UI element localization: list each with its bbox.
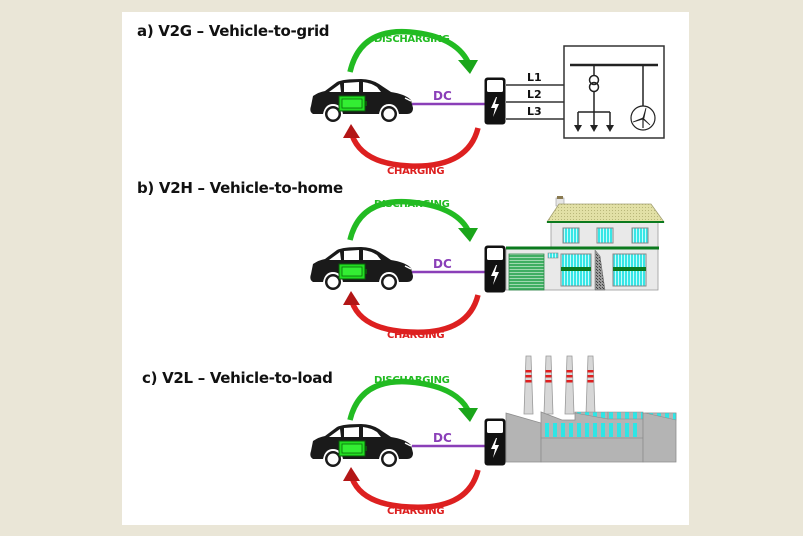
discharging-arrow (347, 198, 478, 242)
panel-v2h: b) V2H – Vehicle-to-home DISCHARGING CHA… (137, 179, 665, 341)
phase-lines (506, 84, 564, 120)
charging-label: CHARGING (387, 330, 444, 341)
discharging-arrow (347, 378, 478, 422)
charging-station-icon (484, 77, 506, 125)
phase-label-l3: L3 (527, 105, 542, 118)
discharging-arrow (347, 28, 478, 74)
charging-station-icon (484, 245, 506, 293)
charging-label: CHARGING (387, 166, 444, 177)
factory-icon (505, 355, 677, 463)
electric-car-icon (309, 246, 414, 291)
charging-arrow (343, 291, 481, 335)
charging-station-icon (484, 418, 506, 466)
discharging-label: DISCHARGING (374, 34, 450, 45)
phase-label-l1: L1 (527, 71, 542, 84)
charging-arrow (343, 467, 481, 510)
discharging-label: DISCHARGING (374, 199, 450, 210)
panel-title: a) V2G – Vehicle-to-grid (137, 22, 329, 40)
phase-label-l2: L2 (527, 88, 542, 101)
discharging-label: DISCHARGING (374, 375, 450, 386)
panel-v2g: a) V2G – Vehicle-to-grid DISCHARGING CHA… (137, 22, 665, 177)
house-icon (505, 196, 665, 291)
dc-label: DC (433, 89, 452, 103)
dc-label: DC (433, 257, 452, 271)
dc-label: DC (433, 431, 452, 445)
panel-title: b) V2H – Vehicle-to-home (137, 179, 343, 197)
electric-car-icon (309, 78, 414, 123)
electric-car-icon (309, 423, 414, 468)
panel-v2l: c) V2L – Vehicle-to-load DISCHARGING CHA… (142, 355, 677, 517)
panel-title: c) V2L – Vehicle-to-load (142, 369, 333, 387)
charging-arrow (343, 124, 481, 169)
charging-label: CHARGING (387, 506, 444, 517)
wind-turbine-icon (630, 105, 656, 131)
